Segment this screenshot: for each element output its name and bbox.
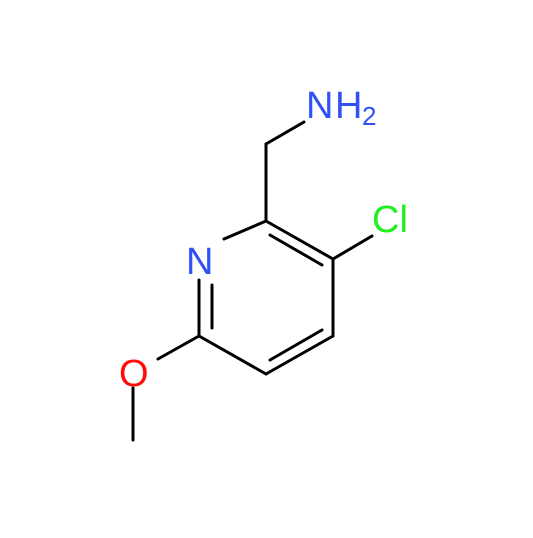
oxygen-label: O	[119, 353, 149, 395]
amine-hydrogen-count: 2	[362, 101, 376, 131]
bond-c3-cl	[331, 234, 374, 261]
ring-nitrogen-label: N	[186, 241, 213, 283]
bond-ch2-nh2	[264, 120, 306, 146]
bond-c2-c3-inner	[268, 233, 324, 267]
bond-c2-c3	[264, 219, 335, 261]
bond-n1-c2	[222, 219, 268, 241]
bonds	[131, 120, 374, 442]
chlorine-label: Cl	[372, 199, 408, 241]
amine-hydrogen-label: H	[335, 85, 362, 127]
bond-c4-c5-inner	[268, 328, 324, 362]
bond-c5-c6	[197, 334, 268, 376]
bond-c4-c5	[264, 334, 335, 376]
bond-c6-o	[156, 334, 201, 361]
amine-nitrogen-label: N	[306, 85, 333, 127]
